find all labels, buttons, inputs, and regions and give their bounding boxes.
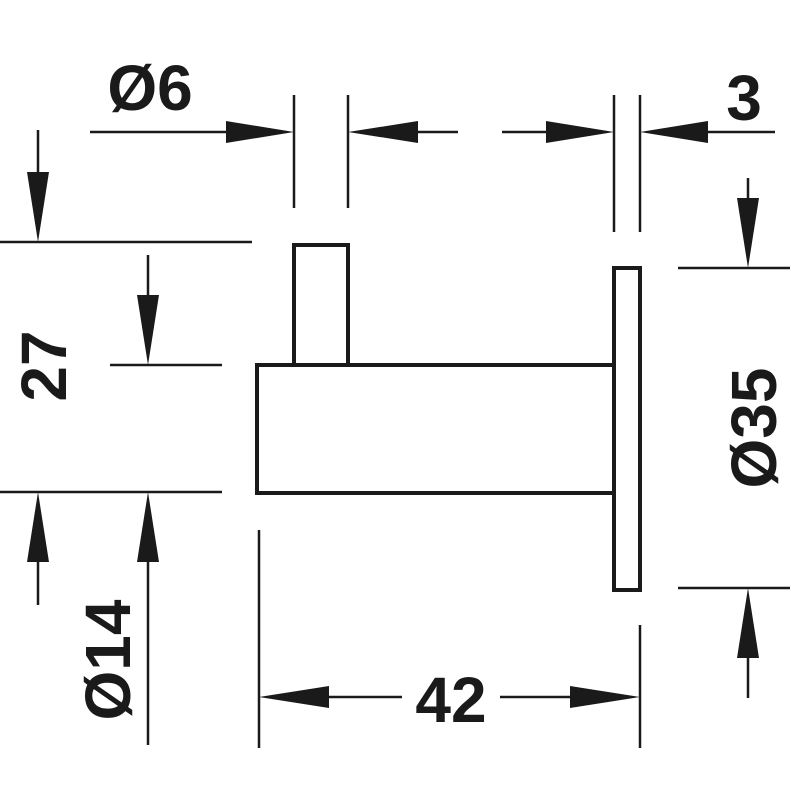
height-dimension: 27	[0, 130, 252, 605]
depth-label: 42	[415, 664, 486, 736]
pin-diameter-dimension: Ø6	[90, 52, 458, 208]
wall-plate-outline	[612, 266, 642, 592]
arrowhead	[640, 121, 708, 143]
arrowhead	[737, 588, 759, 658]
coat-hook-outline	[255, 243, 642, 592]
arrowhead	[226, 121, 294, 143]
plate-diameter-label: Ø35	[718, 368, 790, 489]
rod-diameter-dimension: Ø14	[72, 255, 222, 745]
rod-outline	[255, 363, 619, 495]
rod-diameter-label: Ø14	[72, 599, 144, 720]
arrowhead	[546, 121, 614, 143]
plate-thickness-label: 3	[726, 62, 762, 134]
arrowhead	[27, 172, 49, 242]
arrowhead	[137, 492, 159, 562]
plate-thickness-dimension: 3	[502, 62, 775, 232]
arrowhead	[27, 492, 49, 562]
depth-dimension: 42	[257, 530, 642, 748]
arrowhead	[737, 198, 759, 268]
arrowhead	[137, 295, 159, 365]
pin-diameter-label: Ø6	[107, 52, 192, 124]
height-label: 27	[8, 330, 80, 401]
arrowhead	[348, 121, 418, 143]
plate-diameter-dimension: Ø35	[678, 178, 790, 698]
pin-outline	[292, 243, 350, 367]
arrowhead	[570, 686, 640, 708]
arrowhead	[259, 686, 329, 708]
